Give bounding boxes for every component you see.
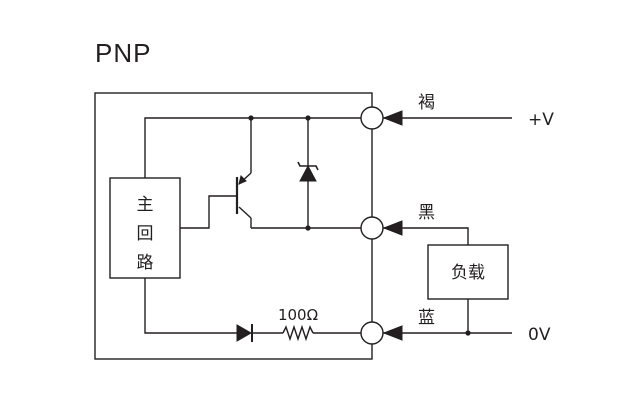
load-label: 负载: [451, 263, 485, 283]
wire-label-brown: 褐: [418, 93, 435, 113]
arrow-brown: [382, 110, 403, 126]
main-circuit-box: [109, 177, 181, 279]
wire-label-black: 黑: [418, 203, 435, 223]
terminal-brown: [360, 106, 384, 130]
arrow-blue: [382, 325, 403, 341]
wire-bottom-left: [144, 278, 237, 334]
arrow-black: [382, 220, 403, 236]
zener-diode: [297, 118, 319, 228]
diagram-title: PNP: [95, 38, 151, 68]
main-circuit-label-3: 路: [137, 253, 154, 273]
main-circuit-label-1: 主: [137, 195, 154, 215]
supply-positive-label: +V: [528, 110, 554, 130]
wire-label-blue: 蓝: [418, 308, 435, 328]
terminal-black: [360, 216, 384, 240]
pnp-transistor: [180, 118, 252, 229]
terminal-blue: [360, 321, 384, 345]
resistor: [282, 324, 314, 342]
wire-top-rail: [144, 117, 361, 178]
resistor-label: 100Ω: [278, 306, 318, 324]
supply-ground-label: 0V: [528, 325, 551, 345]
load-box: [427, 244, 509, 300]
main-circuit-label-2: 回: [137, 224, 154, 244]
wire-output-to-load: [383, 227, 469, 245]
